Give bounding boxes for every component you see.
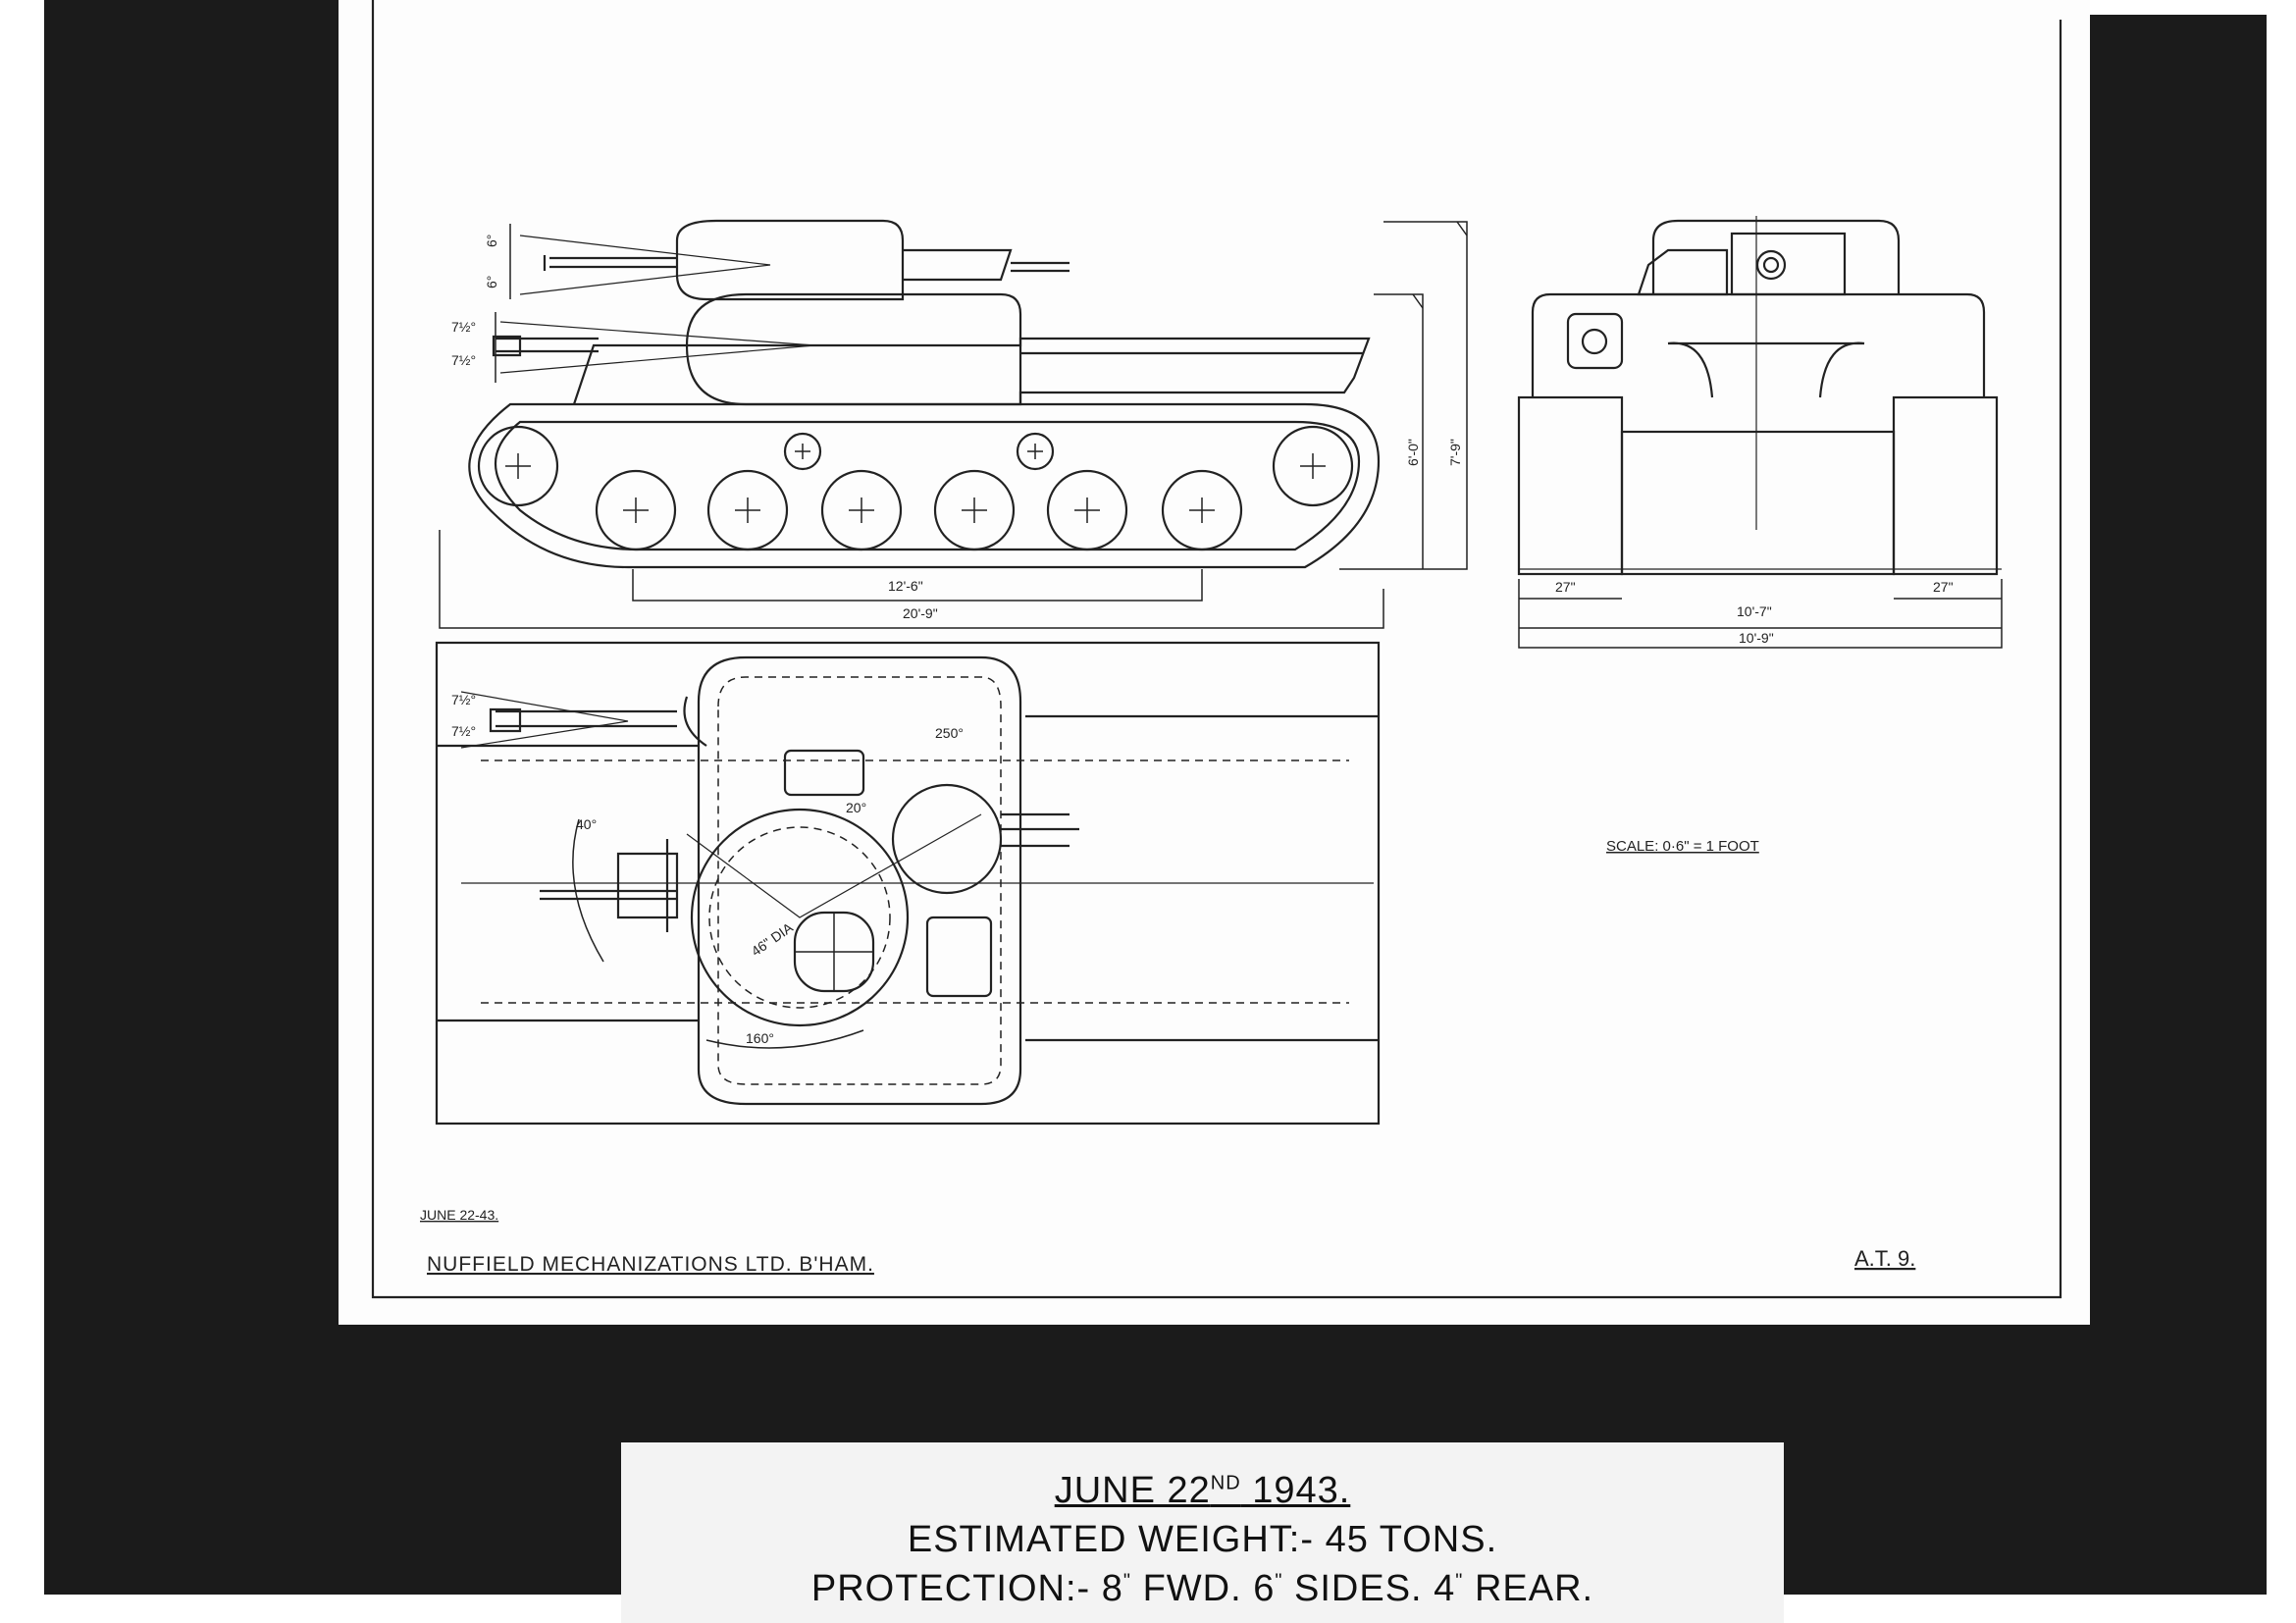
front-hull	[1531, 292, 1986, 397]
maker-title: NUFFIELD MECHANIZATIONS LTD. B'HAM.	[427, 1253, 874, 1276]
dim-traverse-40: 40°	[576, 816, 597, 832]
dim-turret-depr: 6°	[484, 276, 499, 288]
plan-view	[435, 641, 1381, 1126]
turret-gun	[543, 255, 677, 271]
dim-track-centres: 10'-7"	[1737, 603, 1772, 619]
track-outline	[468, 402, 1381, 569]
caption-weight: ESTIMATED WEIGHT:- 45 TONS.	[907, 1519, 1498, 1560]
dim-turret-ring: 46" DIA	[749, 919, 797, 960]
caption-protection: PROTECTION:- 8" FWD. 6" SIDES. 4" REAR.	[810, 1568, 1594, 1609]
dim-hull-gun-depr: 7½°	[451, 352, 476, 368]
drawing-frame	[371, 0, 2062, 1299]
dim-hull-gun-elev: 7½°	[451, 319, 476, 335]
dim-height-total: 7'-9"	[1447, 439, 1463, 466]
dim-turret-elev: 6°	[484, 235, 499, 247]
dim-track-left: 27"	[1555, 579, 1576, 595]
side-view	[439, 219, 1468, 629]
dim-height-hull: 6'-0"	[1405, 439, 1421, 466]
scale-note: SCALE: 0·6" = 1 FOOT	[1606, 838, 1759, 855]
plan-superstructure	[697, 655, 1022, 1106]
dim-track-right: 27"	[1933, 579, 1954, 595]
turret-ring	[690, 808, 910, 1027]
hull-gun	[492, 335, 599, 357]
dim-plan-elev: 7½°	[451, 692, 476, 707]
caption-date: JUNE 22ND 1943.	[1054, 1470, 1351, 1511]
dim-overall-width: 10'-9"	[1739, 630, 1774, 646]
dim-length: 20'-9"	[903, 605, 938, 621]
front-view	[1517, 216, 2003, 649]
drawing-date: JUNE 22-43.	[420, 1207, 498, 1223]
front-turret	[1651, 219, 1901, 294]
dim-wheelbase: 12'-6"	[888, 578, 923, 594]
plan-hull	[435, 641, 1381, 1126]
dim-traverse-250: 250°	[935, 725, 964, 741]
scan-border-left	[44, 0, 339, 1595]
hull-turret	[685, 292, 1022, 406]
dim-traverse-20: 20°	[846, 800, 866, 815]
main-turret	[675, 219, 905, 301]
dim-plan-depr: 7½°	[451, 723, 476, 739]
hull-side	[572, 337, 1371, 405]
caption-label: JUNE 22ND 1943. ESTIMATED WEIGHT:- 45 TO…	[621, 1442, 1784, 1623]
dim-traverse-160: 160°	[746, 1030, 774, 1046]
road-wheels	[477, 425, 1354, 551]
scan-border-right	[2090, 15, 2267, 1595]
drawing-number: A.T. 9.	[1854, 1246, 1915, 1271]
